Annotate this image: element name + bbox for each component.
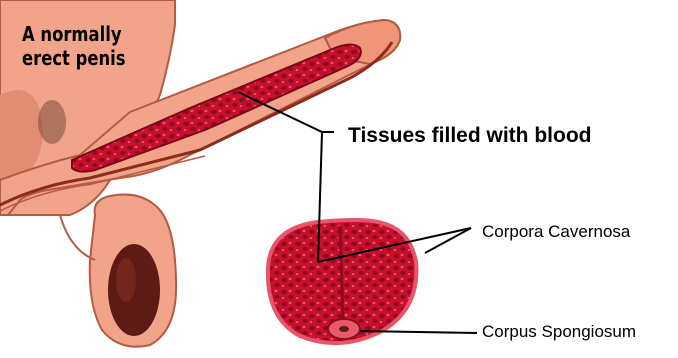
- title-line-1: A normally: [22, 22, 126, 46]
- diagram-title: A normally erect penis: [22, 22, 126, 70]
- hip-shadow: [38, 100, 66, 144]
- label-tissues: Tissues filled with blood: [348, 124, 591, 148]
- title-line-2: erect penis: [22, 46, 126, 70]
- label-corpus-spongiosum: Corpus Spongiosum: [482, 322, 636, 342]
- label-corpora-cavernosa: Corpora Cavernosa: [482, 222, 630, 242]
- cross-section: [268, 220, 416, 343]
